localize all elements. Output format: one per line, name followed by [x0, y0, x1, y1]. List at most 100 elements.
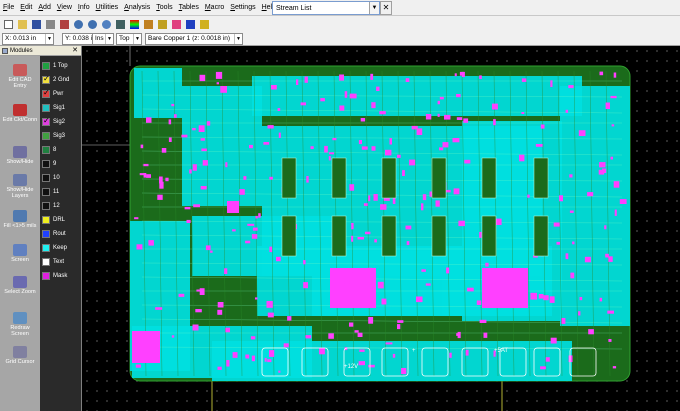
chevron-down-icon[interactable]: ▼: [369, 2, 379, 14]
save-icon[interactable]: [30, 18, 42, 30]
layer-item[interactable]: Sig3: [42, 130, 80, 141]
stream-list-combo[interactable]: Stream List ▼: [272, 1, 380, 15]
layer-item[interactable]: 11: [42, 186, 80, 197]
material-field[interactable]: Bare Copper 1 (z: 0.0018 in)▼: [145, 33, 243, 45]
smd-pad: [329, 152, 334, 155]
show-hide-button[interactable]: Show/Hide: [2, 146, 38, 165]
fill-button[interactable]: Fill <1>5 mils: [2, 210, 38, 229]
material-value: Bare Copper 1 (z: 0.0018 in): [148, 35, 231, 42]
menu-info[interactable]: Info: [77, 3, 90, 11]
menu-file[interactable]: File: [3, 3, 15, 11]
settings-icon[interactable]: [58, 18, 70, 30]
close-icon[interactable]: ✕: [72, 47, 78, 54]
layer-item[interactable]: Keep: [42, 242, 80, 253]
edit-ckt-button[interactable]: Edit Ckt/Conn: [2, 104, 38, 123]
smd-pad: [510, 270, 515, 275]
smd-pad: [385, 149, 392, 156]
layer-item[interactable]: DRL: [42, 214, 80, 225]
x-coordinate-field[interactable]: X: 0.013 in▼: [2, 33, 54, 45]
layer-swatch[interactable]: [42, 187, 50, 196]
layer-item[interactable]: 2 Gnd: [42, 74, 80, 85]
select-zoom-button[interactable]: Select Zoom: [2, 276, 38, 295]
layer-item[interactable]: Rout: [42, 228, 80, 239]
menu-help[interactable]: Help: [261, 3, 276, 11]
layers-icon[interactable]: [128, 18, 140, 30]
pcb-trace: [509, 70, 515, 377]
layer-label: Text: [53, 258, 65, 265]
menu-edit[interactable]: Edit: [20, 3, 33, 11]
layer-item[interactable]: 8: [42, 144, 80, 155]
report-icon[interactable]: [170, 18, 182, 30]
layer-item[interactable]: Sig2: [42, 116, 80, 127]
smd-pad: [200, 186, 207, 190]
layer-swatch[interactable]: [42, 88, 50, 98]
grid-cursor-button[interactable]: Grid Cursor: [2, 346, 38, 365]
redraw-screen-button[interactable]: Redraw Screen: [2, 312, 38, 337]
smd-pad: [220, 86, 227, 93]
edit-cad-button[interactable]: Edit CAD Entry: [2, 64, 38, 89]
menu-analysis[interactable]: Analysis: [124, 3, 151, 11]
layer-swatch[interactable]: [42, 159, 50, 168]
menu-add[interactable]: Add: [38, 3, 51, 11]
menu-tables[interactable]: Tables: [178, 3, 199, 11]
menu-view[interactable]: View: [56, 3, 72, 11]
layer-swatch[interactable]: [42, 229, 50, 238]
chevron-down-icon[interactable]: ▼: [45, 34, 53, 44]
smd-pad: [569, 210, 574, 213]
smd-pad: [339, 105, 345, 111]
layer-swatch[interactable]: [42, 201, 50, 210]
layer-item[interactable]: 1 Top: [42, 60, 80, 71]
layer-item[interactable]: 12: [42, 200, 80, 211]
layer-swatch[interactable]: [42, 257, 50, 266]
layer-swatch[interactable]: [42, 215, 50, 224]
drc-icon[interactable]: [156, 18, 168, 30]
layer-swatch[interactable]: [42, 61, 50, 70]
new-file-icon[interactable]: [2, 18, 14, 30]
smd-pad: [344, 281, 350, 284]
pcb-canvas[interactable]: +12V+5AT+: [82, 46, 680, 411]
smd-pad: [358, 140, 362, 145]
chevron-down-icon[interactable]: ▼: [133, 34, 141, 44]
layer-swatch[interactable]: [42, 145, 50, 154]
zoom-in-icon[interactable]: [72, 18, 84, 30]
layer-swatch[interactable]: [42, 271, 50, 280]
close-icon[interactable]: ✕: [380, 1, 392, 15]
zoom-out-icon[interactable]: [86, 18, 98, 30]
layer-swatch[interactable]: [42, 74, 50, 84]
layer-item[interactable]: 10: [42, 172, 80, 183]
layer-swatch[interactable]: [42, 173, 50, 182]
smd-pad: [569, 174, 573, 178]
smd-pad: [159, 176, 163, 184]
grid-icon[interactable]: [142, 18, 154, 30]
menu-utilities[interactable]: Utilities: [95, 3, 119, 11]
side-field[interactable]: Top▼: [116, 33, 142, 45]
screen-button[interactable]: Screen: [2, 244, 38, 263]
layer-swatch[interactable]: [42, 103, 50, 112]
units-field[interactable]: Ins▼: [92, 33, 114, 45]
pcb-trace: [253, 70, 259, 377]
chevron-down-icon[interactable]: ▼: [234, 34, 242, 44]
layer-swatch[interactable]: [42, 116, 50, 126]
open-folder-icon[interactable]: [16, 18, 28, 30]
layer-item[interactable]: Mask: [42, 270, 80, 281]
pan-icon[interactable]: [114, 18, 126, 30]
layer-item[interactable]: Pwr: [42, 88, 80, 99]
menu-macro[interactable]: Macro: [204, 3, 225, 11]
netlist-icon[interactable]: [198, 18, 210, 30]
chevron-down-icon[interactable]: ▼: [105, 34, 113, 44]
layer-swatch[interactable]: [42, 243, 50, 252]
color-icon[interactable]: [184, 18, 196, 30]
menu-tools[interactable]: Tools: [156, 3, 173, 11]
smd-pad: [377, 281, 384, 289]
layer-item[interactable]: Sig1: [42, 102, 80, 113]
show-hide-layers-button[interactable]: Show/Hide Layers: [2, 174, 38, 199]
zoom-fit-icon[interactable]: [100, 18, 112, 30]
smd-pad: [306, 176, 309, 183]
smd-pad: [476, 300, 482, 305]
layer-item[interactable]: 9: [42, 158, 80, 169]
layer-swatch[interactable]: [42, 131, 50, 140]
print-icon[interactable]: [44, 18, 56, 30]
layer-item[interactable]: Text: [42, 256, 80, 267]
pcb-trace: [477, 70, 483, 377]
menu-settings[interactable]: Settings: [230, 3, 256, 11]
